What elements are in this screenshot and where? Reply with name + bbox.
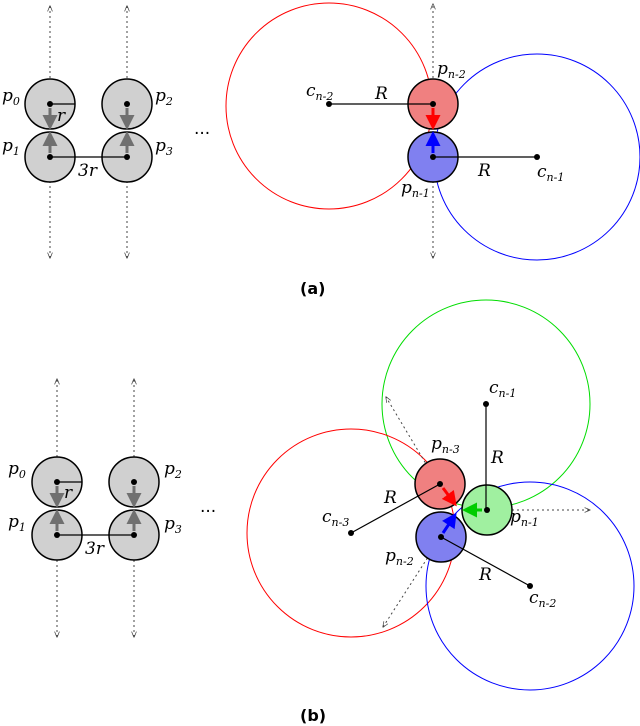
- label-p1: p1: [8, 512, 26, 534]
- label-p2: p2: [164, 459, 182, 481]
- label-p-top: pn-2: [437, 59, 466, 81]
- blue-arrow: [441, 512, 457, 534]
- label-c-red: cn-3: [322, 507, 349, 529]
- disk-center: [124, 154, 130, 160]
- radius-line-red: [350, 483, 441, 534]
- caption-b: (b): [300, 706, 326, 725]
- disk-center: [124, 101, 130, 107]
- label-p-blue: pn-2: [385, 546, 414, 568]
- disk-center: [54, 479, 60, 485]
- panel-b: p0 p1 p2 p3 r 3r ...: [8, 299, 635, 725]
- ellipsis: ...: [200, 497, 216, 517]
- center-point: [326, 101, 332, 107]
- label-p-green: pn-1: [510, 507, 539, 529]
- center-point: [483, 401, 489, 407]
- panel-a-left-disks: p0 p1 p2 p3 r 3r: [2, 6, 173, 258]
- label-R-blue: R: [477, 161, 491, 181]
- label-p-red: pn-3: [431, 434, 460, 456]
- disk-center: [438, 534, 444, 540]
- radius-line-blue: [440, 536, 531, 587]
- panel-b-left-disks: p0 p1 p2 p3 r 3r: [8, 379, 182, 637]
- label-c-top: cn-2: [306, 81, 333, 103]
- center-point: [527, 583, 533, 589]
- red-arrow: [441, 487, 457, 507]
- panel-a: p0 p1 p2 p3 r 3r ... cn-2 cn-1 pn-: [2, 2, 640, 298]
- label-p0: p0: [8, 459, 26, 481]
- disk-center: [47, 154, 53, 160]
- label-p0: p0: [2, 86, 20, 108]
- label-c-blue: cn-2: [529, 588, 556, 610]
- disk-center: [430, 154, 436, 160]
- label-r: r: [57, 106, 66, 126]
- label-r: r: [64, 483, 73, 503]
- label-c-green: cn-1: [489, 378, 516, 400]
- label-R-red: R: [374, 84, 388, 104]
- disk-center: [131, 479, 137, 485]
- disk-center: [54, 532, 60, 538]
- label-p3: p3: [155, 136, 173, 158]
- disk-center: [484, 507, 490, 513]
- label-R-green: R: [490, 448, 504, 468]
- label-R-red: R: [383, 488, 397, 508]
- center-point: [534, 154, 540, 160]
- blue-circle: [425, 481, 635, 691]
- label-p2: p2: [155, 86, 173, 108]
- disk-center: [131, 532, 137, 538]
- label-p1: p1: [2, 136, 20, 158]
- caption-a: (a): [300, 279, 325, 298]
- label-3r: 3r: [78, 161, 98, 181]
- label-R-blue: R: [478, 565, 492, 585]
- disk-center: [437, 481, 443, 487]
- center-point: [348, 530, 354, 536]
- label-3r: 3r: [85, 539, 105, 559]
- ellipsis: ...: [194, 119, 210, 139]
- label-c-bottom: cn-1: [537, 162, 564, 184]
- disk-center: [430, 101, 436, 107]
- disk-center: [47, 101, 53, 107]
- label-p3: p3: [164, 514, 182, 536]
- panel-b-right-config: cn-1 cn-3 cn-2 pn-3 pn-1 pn-2 R R R: [246, 299, 635, 691]
- panel-a-right-config: cn-2 cn-1 pn-2 pn-1 R R: [225, 2, 640, 261]
